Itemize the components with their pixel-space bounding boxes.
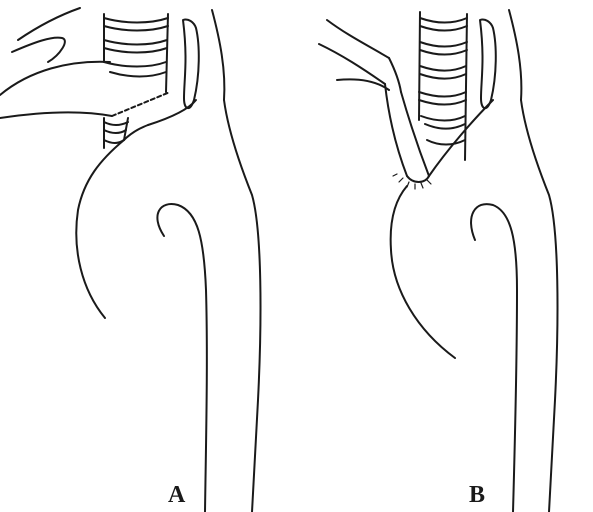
trachea-lower-ring-1 [104, 122, 128, 125]
trachea-ring-2b [104, 48, 167, 53]
arch-left-outer [76, 140, 124, 318]
panel-b: B [297, 0, 593, 512]
graft-right-wall [401, 92, 429, 176]
graft-outer-top [389, 58, 401, 92]
trachea-ring-1b [104, 26, 168, 31]
trachea-ring-1 [420, 18, 467, 23]
trachea-ring-4 [419, 92, 466, 97]
trachea-lower-ring-2 [104, 130, 126, 133]
trachea-ring-5b [425, 124, 465, 129]
right-vessel-loop [183, 19, 199, 108]
descending-aorta-right-wall [224, 100, 260, 512]
trachea-right [465, 14, 467, 160]
trachea-ring-6 [427, 140, 465, 145]
upper-left-branch [18, 8, 80, 40]
trachea-ring-3b [420, 74, 466, 79]
arch-top-connector [148, 100, 196, 125]
trachea-ring-2 [420, 42, 467, 47]
panel-label-b: B [469, 483, 485, 507]
graft-end-cap [407, 176, 429, 182]
trachea-ring-1 [104, 18, 168, 23]
inner-arch-hook [157, 204, 206, 512]
inner-arch-hook [471, 204, 517, 512]
trachea-ring-3b [110, 72, 166, 77]
graft-bottom-edge [0, 112, 112, 118]
panel-b-drawing [297, 0, 593, 512]
graft-top-edge [0, 62, 110, 95]
panel-a-drawing [0, 0, 296, 512]
descending-aorta-right-wall [521, 100, 557, 512]
arch-top-short [124, 125, 148, 140]
right-outer-vessel-top [212, 10, 224, 100]
right-vessel-loop [480, 19, 496, 108]
panel-label-a: A [168, 483, 185, 507]
arch-top-connector [429, 100, 493, 176]
panel-a: A [0, 0, 296, 512]
upper-left-branch-lower [12, 38, 65, 62]
trachea-ring-1b [420, 26, 467, 31]
arch-left-outer [391, 186, 455, 358]
trachea-ring-4b [419, 100, 466, 105]
right-outer-vessel-top [509, 10, 521, 100]
trachea-ring-2b [420, 50, 467, 55]
anastomosis-dashed-line [112, 92, 170, 116]
trachea-ring-5 [421, 116, 465, 121]
trachea-ring-3 [420, 66, 466, 71]
trachea-ring-2 [104, 40, 167, 45]
trachea-ring-3 [104, 62, 166, 67]
